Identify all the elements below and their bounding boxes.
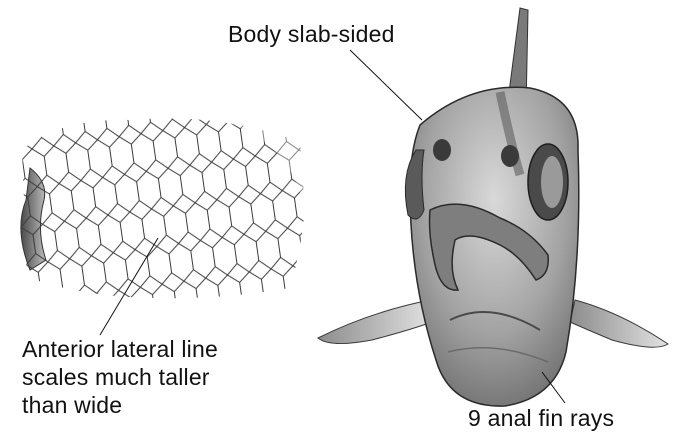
anterior-label-line-3: than wide	[22, 391, 218, 419]
right-nostril	[501, 145, 519, 167]
body-slab-sided-label: Body slab-sided	[228, 20, 395, 48]
right-pectoral-fin	[570, 300, 668, 347]
right-eye-pupil	[541, 156, 563, 208]
anterior-lateral-line-label: Anterior lateral line scales much taller…	[22, 335, 218, 419]
anterior-label-line-2: scales much taller	[22, 363, 218, 391]
anterior-label-line-1: Anterior lateral line	[22, 335, 218, 363]
fish-front-view	[318, 8, 668, 406]
left-nostril	[433, 139, 451, 161]
left-eye-bulge	[405, 150, 424, 219]
scale-patch	[0, 100, 320, 310]
body-leader-line	[350, 50, 422, 120]
left-pectoral-fin	[318, 300, 432, 344]
anal-fin-rays-label: 9 anal fin rays	[468, 404, 614, 432]
